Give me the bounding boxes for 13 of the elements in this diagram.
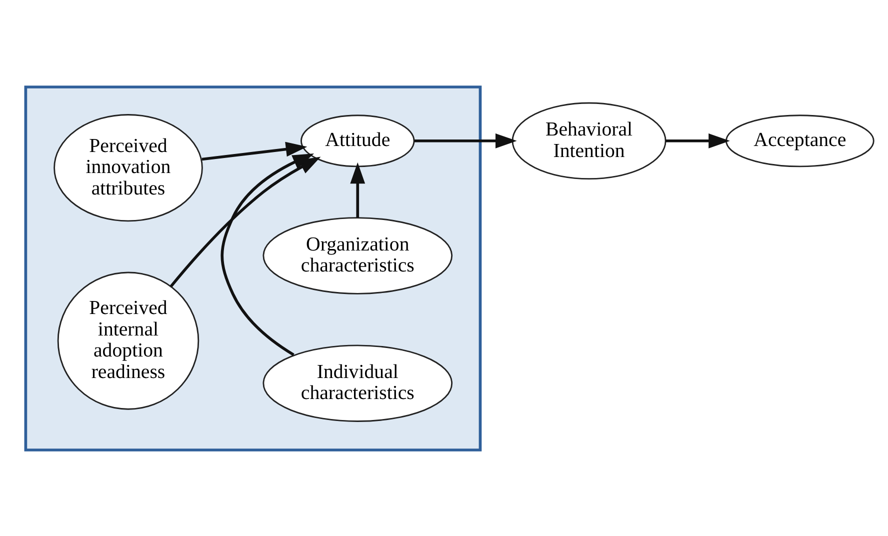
node-ellipse: Behavioral Intention xyxy=(512,102,666,180)
cluster xyxy=(24,85,482,451)
arrow xyxy=(350,162,366,218)
arrow xyxy=(666,132,730,148)
node-ellipse: Acceptance xyxy=(726,114,874,167)
arrow xyxy=(414,132,517,148)
node-ellipse: Individual characteristics xyxy=(262,344,453,422)
node-ellipse: Perceived innovation attributes xyxy=(54,114,203,222)
node-circle: Perceived internal adoption readiness xyxy=(57,271,200,410)
node-ellipse: Organization characteristics xyxy=(262,216,453,294)
arrow xyxy=(202,141,308,160)
arrow xyxy=(220,152,314,356)
node-ellipse: Attitude xyxy=(300,114,415,167)
